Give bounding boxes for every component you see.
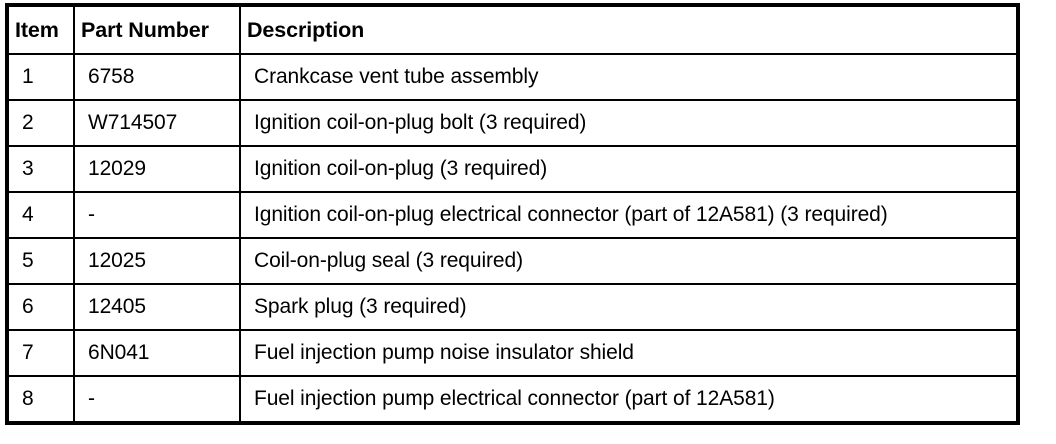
table-header-row: Item Part Number Description <box>7 5 1018 55</box>
cell-part-number: 6N041 <box>73 329 241 377</box>
cell-item: 5 <box>7 237 75 285</box>
cell-item: 1 <box>7 53 75 101</box>
cell-item: 2 <box>7 99 75 147</box>
column-header-part-number: Part Number <box>73 5 241 55</box>
cell-item: 6 <box>7 283 75 331</box>
cell-item: 8 <box>7 375 75 423</box>
cell-part-number: W714507 <box>73 99 241 147</box>
cell-description: Ignition coil-on-plug electrical connect… <box>239 191 1018 239</box>
cell-description: Fuel injection pump electrical connector… <box>239 375 1018 423</box>
cell-part-number: - <box>73 191 241 239</box>
cell-part-number: - <box>73 375 241 423</box>
cell-part-number: 12029 <box>73 145 241 193</box>
cell-item: 4 <box>7 191 75 239</box>
cell-description: Ignition coil-on-plug (3 required) <box>239 145 1018 193</box>
cell-description: Spark plug (3 required) <box>239 283 1018 331</box>
cell-part-number: 6758 <box>73 53 241 101</box>
cell-description: Ignition coil-on-plug bolt (3 required) <box>239 99 1018 147</box>
column-header-item: Item <box>7 5 75 55</box>
cell-description: Coil-on-plug seal (3 required) <box>239 237 1018 285</box>
column-header-description: Description <box>239 5 1018 55</box>
cell-description: Fuel injection pump noise insulator shie… <box>239 329 1018 377</box>
table-row: 8-Fuel injection pump electrical connect… <box>7 375 1018 423</box>
table-row: 4-Ignition coil-on-plug electrical conne… <box>7 191 1018 239</box>
table-header: Item Part Number Description <box>7 5 1018 55</box>
cell-description: Crankcase vent tube assembly <box>239 53 1018 101</box>
cell-item: 7 <box>7 329 75 377</box>
cell-item: 3 <box>7 145 75 193</box>
cell-part-number: 12405 <box>73 283 241 331</box>
cell-part-number: 12025 <box>73 237 241 285</box>
